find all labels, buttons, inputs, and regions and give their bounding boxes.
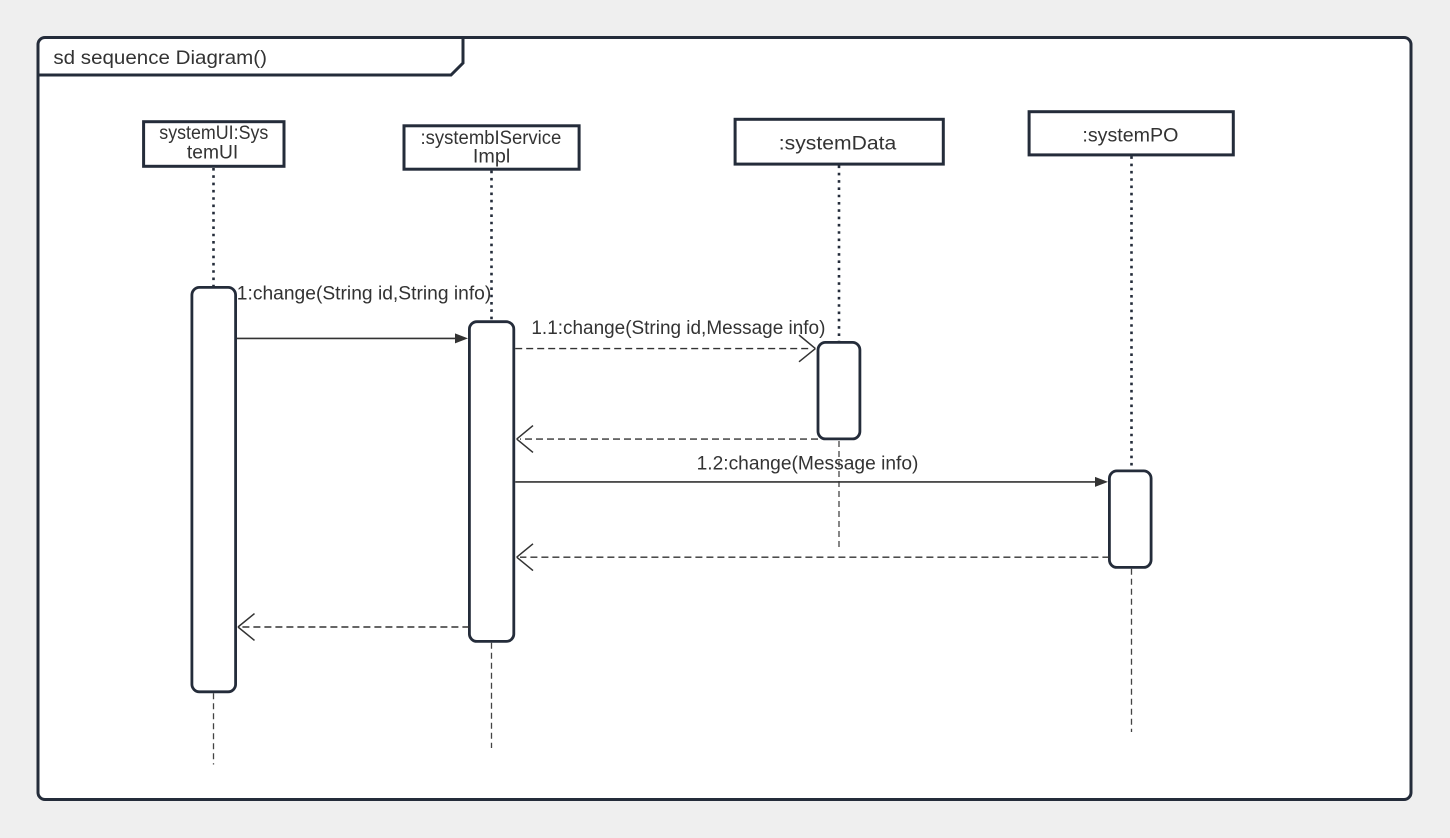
svg-text:systemUI:Sys: systemUI:Sys [159,123,268,144]
svg-text:1.1:change(String id,Message i: 1.1:change(String id,Message info) [531,318,825,339]
svg-text:1:change(String id,String info: 1:change(String id,String info) [237,283,491,304]
svg-text:sd sequence Diagram(): sd sequence Diagram() [53,47,267,69]
svg-text::systemPO: :systemPO [1082,126,1178,147]
svg-text:temUI: temUI [187,143,238,164]
svg-text:Impl: Impl [473,147,510,168]
svg-text:1.2:change(Message info): 1.2:change(Message info) [697,454,919,475]
svg-text::systemData: :systemData [779,134,897,155]
svg-text::systembIService: :systembIService [421,128,562,149]
